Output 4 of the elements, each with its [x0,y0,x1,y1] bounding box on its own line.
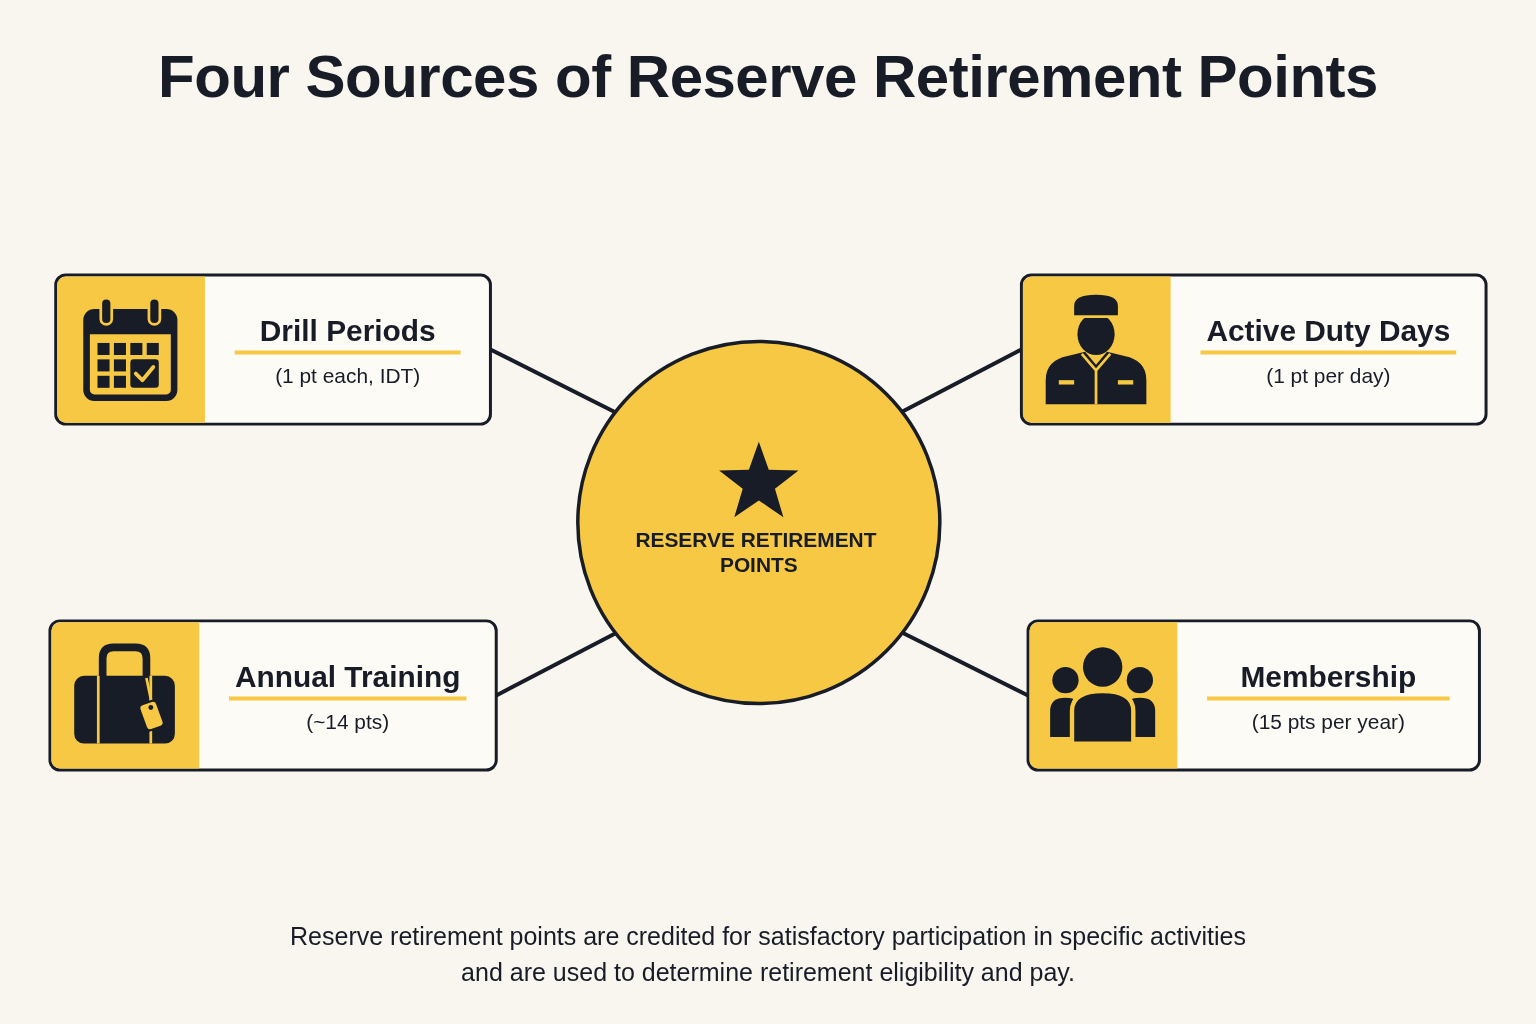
node-circle: RESERVE RETIREMENT POINTS [576,339,942,706]
connector [901,630,1029,698]
caption: Reserve retirement points are credited for satisfactory participation in specific activities and are used to determine retirement eligibility and pay. [290,921,1246,989]
title: Four Sources of Reserve Retirement Points [157,44,1379,110]
